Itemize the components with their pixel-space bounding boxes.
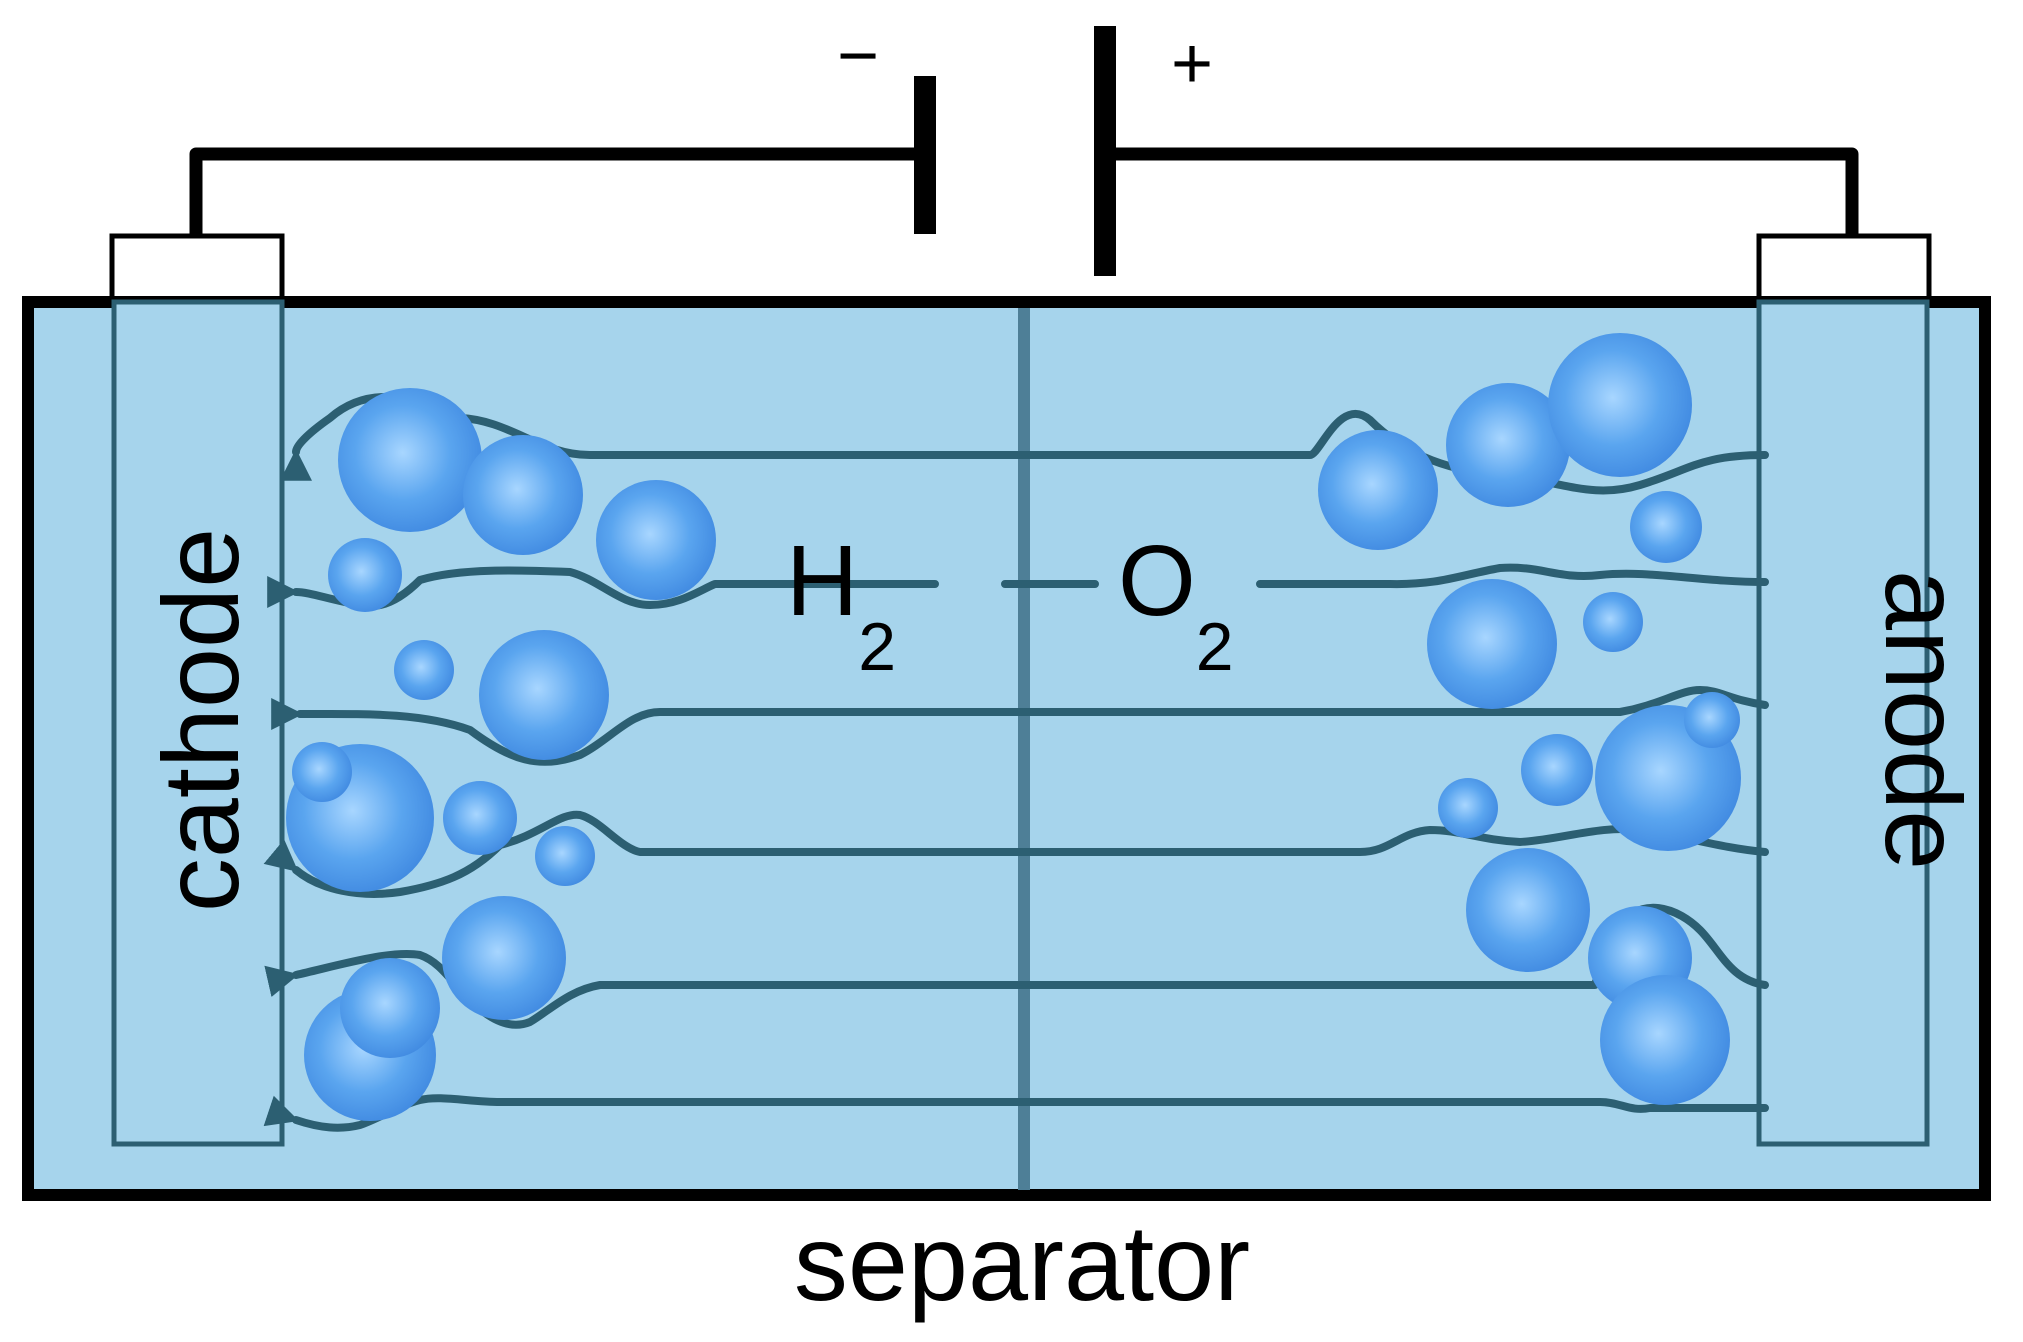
o2-bubble [1427,579,1557,709]
h2-bubble [463,435,583,555]
oxygen-label-subscript: 2 [1196,609,1234,685]
o2-bubble [1438,778,1498,838]
wire-cathode [189,147,930,243]
oxygen-label: O2 [1118,525,1234,685]
negative-terminal-label: − [837,16,879,96]
battery-positive-plate [1094,26,1116,276]
cathode-electrode [111,299,285,1147]
h2-bubble [596,480,716,600]
o2-bubble [1446,383,1570,507]
flow-line-5 [264,903,1769,1029]
flow-line-3 [271,686,1769,766]
hydrogen-label-base: H [786,525,858,637]
flow-line-6 [263,1094,1769,1132]
anode-electrode [1756,299,1930,1147]
o2-bubble [1521,734,1593,806]
cathode-tab [109,233,285,305]
ion-flow-lines [263,393,1769,1132]
h2-bubble [443,781,517,855]
h2-bubble [535,826,595,886]
circuit-wires [189,147,1859,243]
h2-bubble [292,742,352,802]
h2-bubble [340,958,440,1058]
hydrogen-label: H2 [786,525,896,685]
h2-bubble [338,388,482,532]
anode-label: anode [1863,570,1984,870]
battery-negative-plate [914,76,936,234]
positive-terminal-label: + [1171,24,1213,104]
o2-bubble [1630,491,1702,563]
wire-anode [1108,147,1859,243]
oxygen-bubbles [1318,333,1741,1105]
o2-bubble [1583,592,1643,652]
o2-bubble [1684,692,1740,748]
hydrogen-bubbles [286,388,716,1121]
oxygen-label-base: O [1118,525,1196,637]
anode-tab [1756,233,1932,305]
h2-bubble [442,896,566,1020]
h2-bubble [479,630,609,760]
h2-bubble [328,538,402,612]
cathode-label: cathode [140,528,261,912]
o2-bubble [1600,975,1730,1105]
o2-bubble [1548,333,1692,477]
h2-bubble [394,640,454,700]
hydrogen-label-subscript: 2 [858,609,896,685]
o2-bubble [1318,430,1438,550]
flow-line-1 [279,393,1769,495]
separator-label: separator [794,1202,1250,1323]
o2-bubble [1466,848,1590,972]
